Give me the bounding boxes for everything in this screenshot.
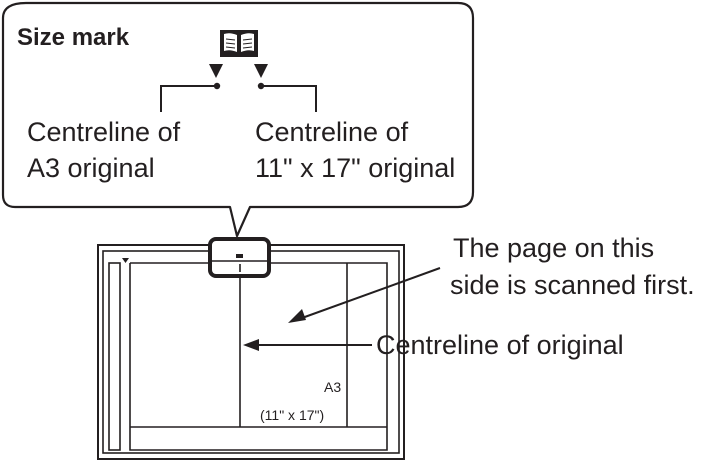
first-side-label-line2: side is scanned first. xyxy=(450,270,695,300)
scanner-side-strip xyxy=(108,262,121,451)
first-side-arrow xyxy=(288,267,441,323)
first-side-label-line1: The page on this xyxy=(453,233,654,263)
open-book-icon xyxy=(220,30,258,57)
centreline-arrow xyxy=(243,339,372,351)
a3-size-mark-triangle xyxy=(209,64,223,78)
a3-centreline-label-line2: A3 original xyxy=(27,153,155,183)
size-mark-window xyxy=(208,237,271,278)
a3-centreline-label-line1: Centreline of xyxy=(27,117,181,147)
paper-size-a3: A3 xyxy=(324,379,341,395)
ledger-centreline-label-line1: Centreline of xyxy=(255,117,409,147)
paper-size-ledger: (11" x 17") xyxy=(260,407,324,423)
ledger-centreline-label-line2: 11" x 17" original xyxy=(255,153,455,183)
ledger-centreline-leader xyxy=(257,82,317,112)
callout-bubble xyxy=(1,1,475,238)
callout-title: Size mark xyxy=(17,24,130,51)
original-placement-area xyxy=(129,262,388,451)
a3-centreline-leader xyxy=(160,82,221,112)
centreline-of-original-label: Centreline of original xyxy=(376,330,624,360)
ledger-size-mark-triangle xyxy=(254,64,268,78)
scanner-corner-mark xyxy=(122,258,129,263)
